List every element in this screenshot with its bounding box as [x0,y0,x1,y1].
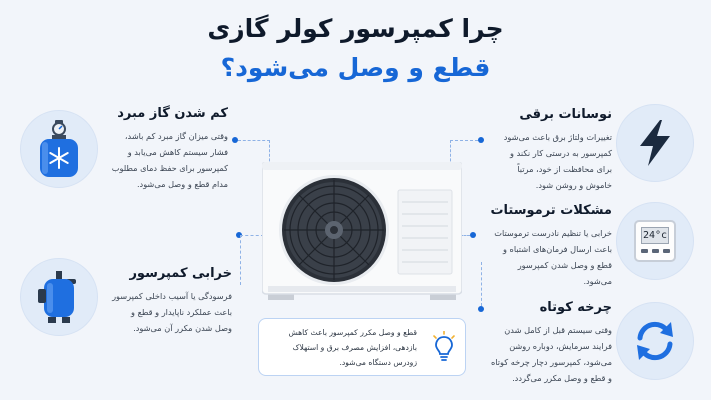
connector-dot-voltage [478,137,484,143]
card-text-gas: وقتی میزان گاز مبرد کم باشد، فشار سیستم … [111,131,228,189]
card-title-short-cycle: چرخه کوتاه [539,300,612,315]
connector-line-voltage-down [450,140,451,166]
title-line-2: قطع و وصل می‌شود؟ [220,53,491,82]
connector-line-short-cycle [481,262,482,306]
card-text-voltage: تغییرات ولتاژ برق باعث می‌شود کمپرسور به… [503,132,612,190]
connector-dot-gas [232,137,238,143]
connector-line-thermostat [460,235,470,236]
card-text-compressor: فرسودگی یا آسیب داخلی کمپرسور باعث عملکر… [112,291,232,333]
card-text-thermostat: خرابی یا تنظیم نادرست ترموستات باعث ارسا… [494,228,612,286]
connector-dot-short-cycle [478,306,484,312]
thermostat-display: 24°c [641,227,669,244]
card-title-compressor: خرابی کمپرسور [129,266,232,281]
title-line-1: چرا کمپرسور کولر گازی [207,14,504,43]
connector-line-compressor [240,235,241,285]
tip-text: قطع و وصل مکرر کمپرسور باعث کاهش بازدهی،… [288,328,417,367]
connector-dot-compressor [236,232,242,238]
card-refrigerant-gas: کم شدن گاز مبرد وقتی میزان گاز مبرد کم ب… [104,106,228,192]
connector-dot-thermostat [470,232,476,238]
card-title-thermostat: مشکلات ترموستات [490,203,612,218]
card-text-short-cycle: وقتی سیستم قبل از کامل شدن فرایند سرمایش… [490,325,612,383]
connector-line-compressor-in [240,235,264,236]
card-voltage-fluctuation: نوسانات برقی تغییرات ولتاژ برق باعث می‌ش… [440,107,612,193]
card-thermostat-problems: مشکلات ترموستات خرابی یا تنظیم نادرست تر… [440,203,612,289]
connector-line-gas [238,140,270,141]
card-title-voltage: نوسانات برقی [519,107,612,122]
connector-line-voltage [450,140,478,141]
page-title: چرا کمپرسور کولر گازی قطع و وصل می‌شود؟ [0,12,711,86]
gas-cylinder-snowflake-icon [20,110,98,188]
tip-box: قطع و وصل مکرر کمپرسور باعث کاهش بازدهی،… [258,318,466,376]
card-compressor-failure: خرابی کمپرسور فرسودگی یا آسیب داخلی کمپر… [104,266,232,336]
lightning-bolt-icon [616,104,694,182]
thermostat-icon: 24°c [616,202,694,280]
connector-line-gas-down [269,140,270,166]
card-short-cycle: چرخه کوتاه وقتی سیستم قبل از کامل شدن فر… [440,300,612,386]
card-title-gas: کم شدن گاز مبرد [117,106,228,121]
compressor-icon [20,258,98,336]
lightbulb-icon [432,330,456,363]
ac-outdoor-unit [261,161,463,302]
refresh-cycle-icon [616,302,694,380]
thermostat-body: 24°c [634,220,676,262]
